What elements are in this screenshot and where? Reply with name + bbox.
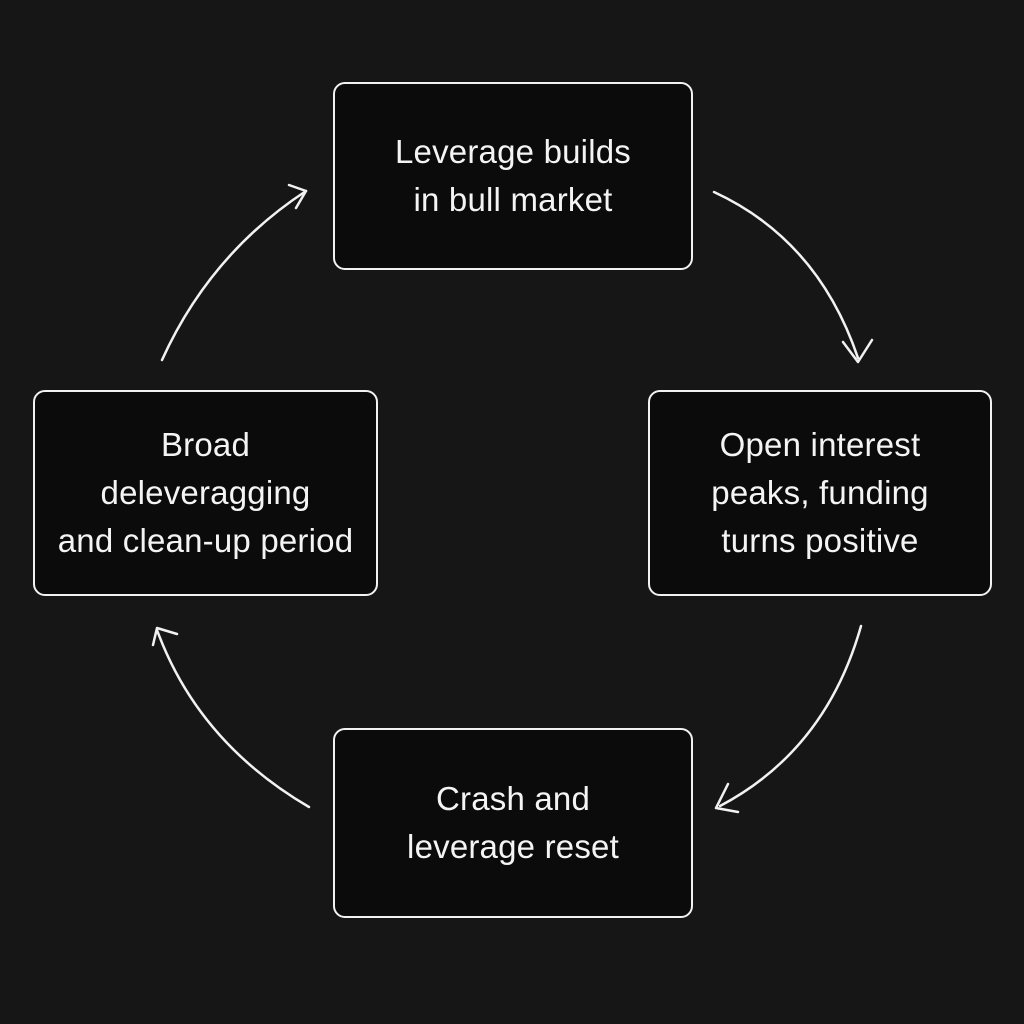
arrow-top-to-right bbox=[712, 190, 860, 360]
step-leverage-builds-line-2: in bull market bbox=[413, 181, 613, 218]
step-open-interest-peaks-line-1: Open interest bbox=[719, 426, 921, 463]
step-crash-and-reset-line-2: leverage reset bbox=[407, 828, 619, 865]
step-open-interest-peaks-line-2: peaks, funding bbox=[711, 474, 929, 511]
arrow-right-to-bottom bbox=[718, 624, 863, 808]
arrowhead-top-to-right bbox=[841, 338, 874, 364]
step-open-interest-peaks-line-3: turns positive bbox=[721, 522, 919, 559]
arrowhead-left-to-top bbox=[287, 183, 308, 210]
step-open-interest-peaks: Open interest peaks, funding turns posit… bbox=[648, 390, 992, 596]
step-leverage-builds: Leverage builds in bull market bbox=[333, 82, 693, 270]
step-crash-and-reset: Crash and leverage reset bbox=[333, 728, 693, 918]
step-crash-and-reset-line-1: Crash and bbox=[435, 780, 591, 817]
arrowhead-bottom-to-left bbox=[151, 626, 179, 647]
step-broad-deleveraging: Broad deleveragging and clean-up period bbox=[33, 390, 378, 596]
arrow-left-to-top bbox=[160, 189, 308, 362]
step-leverage-builds-line-1: Leverage builds bbox=[395, 133, 631, 170]
arrowhead-right-to-bottom bbox=[714, 782, 740, 814]
step-broad-deleveraging-line-1: Broad bbox=[160, 426, 251, 463]
step-broad-deleveraging-line-3: and clean-up period bbox=[57, 522, 354, 559]
arrow-bottom-to-left bbox=[155, 628, 311, 809]
step-broad-deleveraging-line-2: deleveragging bbox=[100, 474, 311, 511]
